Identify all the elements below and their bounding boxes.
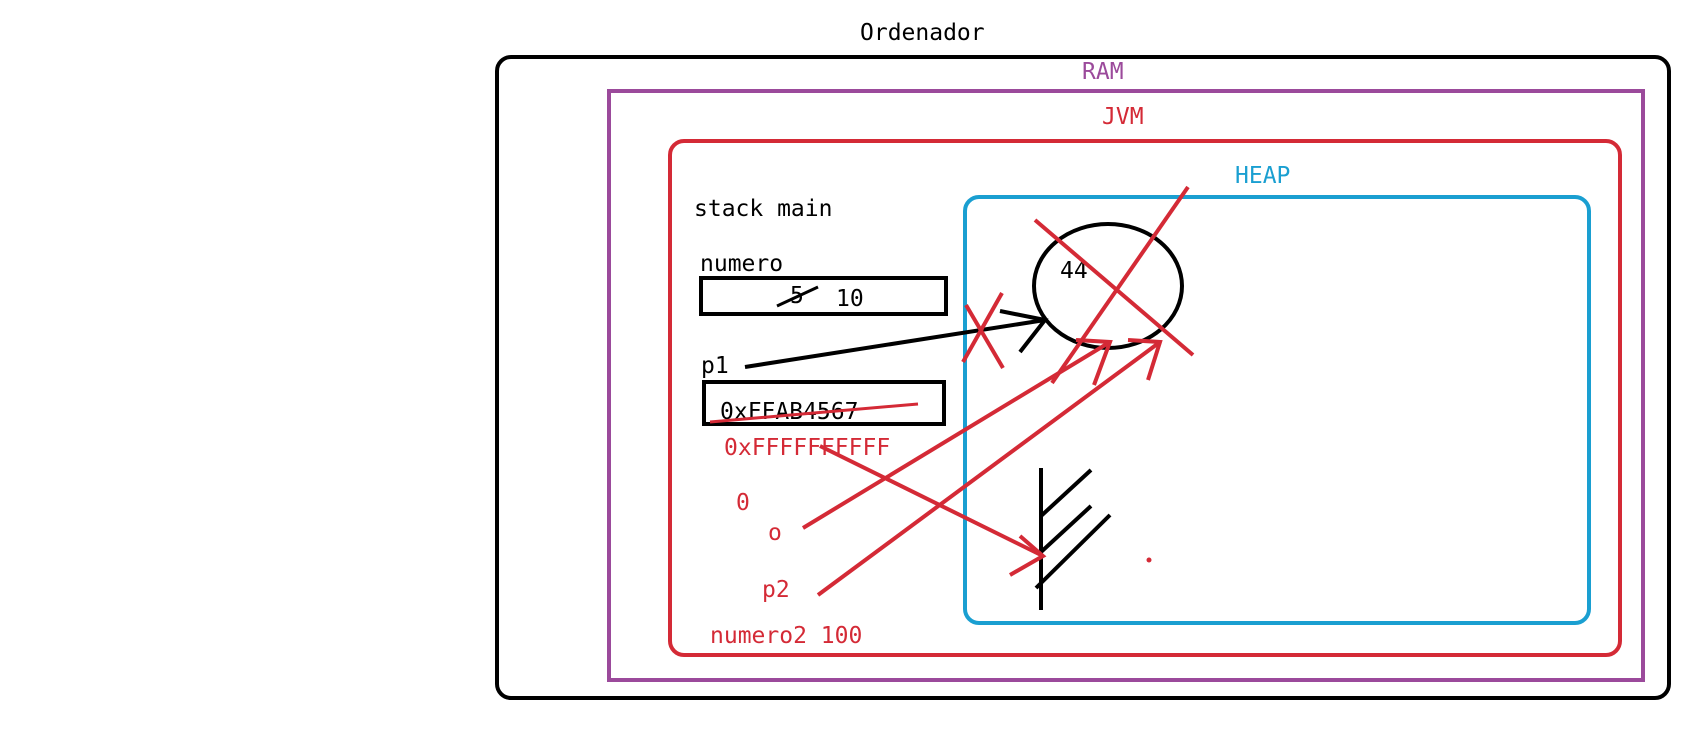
p1-null-arrow <box>819 444 1044 558</box>
ram-title: RAM <box>1082 59 1124 85</box>
null-symbol-hatch-1 <box>1039 468 1093 518</box>
jvm-title: JVM <box>1102 104 1144 130</box>
numero-value: 10 <box>836 286 864 312</box>
null-symbol-hatch-2 <box>1039 504 1093 554</box>
heap-title: HEAP <box>1235 163 1290 189</box>
heap-object <box>1032 222 1184 350</box>
o-label: o <box>768 520 782 546</box>
o-arrowhead <box>1075 338 1113 386</box>
p1-arrow-cross-a <box>964 303 1005 370</box>
numero-cell <box>699 276 948 316</box>
p1-arrowhead <box>999 309 1049 354</box>
p1-cell <box>702 380 946 426</box>
o-reference-arrow <box>801 340 1112 530</box>
p1-old-strike <box>709 402 919 424</box>
numero2-label: numero2 100 <box>710 623 862 649</box>
numero-old-strike <box>776 285 819 308</box>
p1-null-arrowhead <box>1009 534 1047 577</box>
computer-box <box>495 55 1671 700</box>
stack-title: stack main <box>694 196 832 222</box>
object-cross-b <box>1050 185 1190 385</box>
p1-label: p1 <box>701 353 729 379</box>
p1-reference-arrow <box>744 318 1046 369</box>
jvm-box <box>668 139 1622 657</box>
null-symbol-hatch-3 <box>1034 513 1112 590</box>
p2-label: p2 <box>762 577 790 603</box>
p2-arrowhead <box>1127 338 1163 381</box>
numero-label: numero <box>700 251 783 277</box>
zero-label: 0 <box>736 490 750 516</box>
stray-dot <box>1146 557 1152 563</box>
p1-new-value: 0xFFFFFFFFFF <box>724 435 890 461</box>
p1-arrow-cross-b <box>961 292 1004 363</box>
heap-box <box>963 195 1591 625</box>
p2-reference-arrow <box>816 340 1162 597</box>
object-cross-a <box>1033 218 1195 357</box>
computer-title: Ordenador <box>860 20 985 46</box>
ram-box <box>607 89 1645 682</box>
